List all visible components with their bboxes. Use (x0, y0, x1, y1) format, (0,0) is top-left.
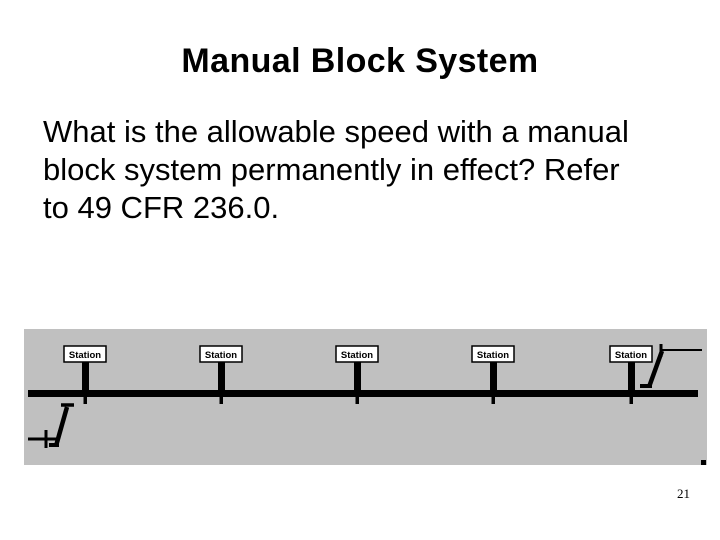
station-marker: Station (63, 345, 107, 404)
station-sign-box (199, 345, 243, 363)
station-label: Station (477, 350, 509, 361)
station-marker: Station (199, 345, 243, 404)
track-diagram: Station Station Station Station (24, 329, 707, 465)
station-label: Station (69, 350, 101, 361)
slide-body-text: What is the allowable speed with a manua… (43, 114, 629, 225)
track-tick (83, 397, 87, 404)
station-marker: Station (471, 345, 515, 404)
station-label: Station (341, 350, 373, 361)
track-tick (491, 397, 495, 404)
station-sign-box (471, 345, 515, 363)
station-marker: Station (609, 345, 653, 404)
track-tick (629, 397, 633, 404)
diagram-corner-mark (701, 460, 706, 465)
station-post (218, 362, 225, 390)
page-number: 21 (677, 486, 690, 501)
track-tick (355, 397, 359, 404)
station-post (490, 362, 497, 390)
station-sign-box (609, 345, 653, 363)
station-sign-box (335, 345, 379, 363)
slide-title: Manual Block System (181, 42, 539, 80)
station-post (82, 362, 89, 390)
station-label: Station (205, 350, 237, 361)
switch-diagonal (53, 406, 70, 447)
track-tick (219, 397, 223, 404)
right-siding-switch (640, 344, 702, 388)
switch-diagonal (646, 350, 665, 388)
main-track-line (28, 390, 698, 397)
station-sign-box (63, 345, 107, 363)
station-post (628, 362, 635, 390)
station-marker: Station (335, 345, 379, 404)
left-siding-switch (28, 403, 74, 448)
station-label: Station (615, 350, 647, 361)
station-post (354, 362, 361, 390)
